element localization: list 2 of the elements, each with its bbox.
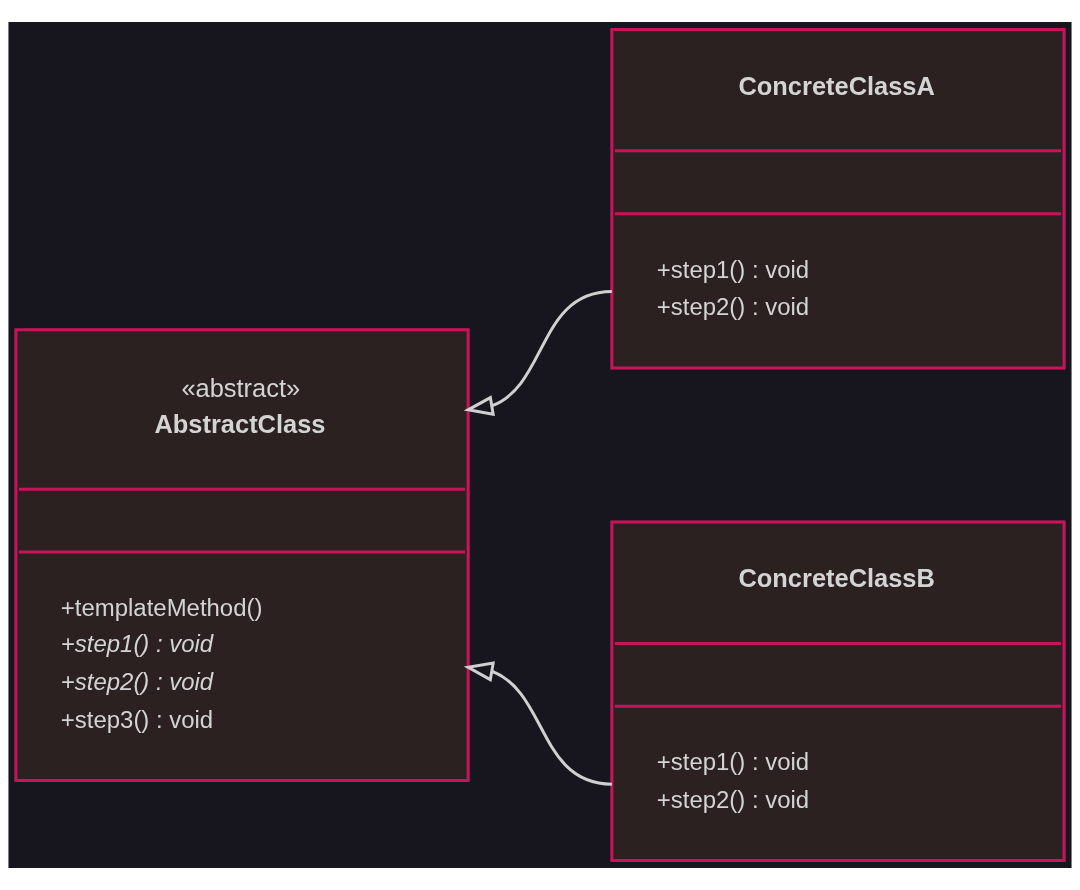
arrow [463,661,613,786]
arrow [463,290,613,416]
